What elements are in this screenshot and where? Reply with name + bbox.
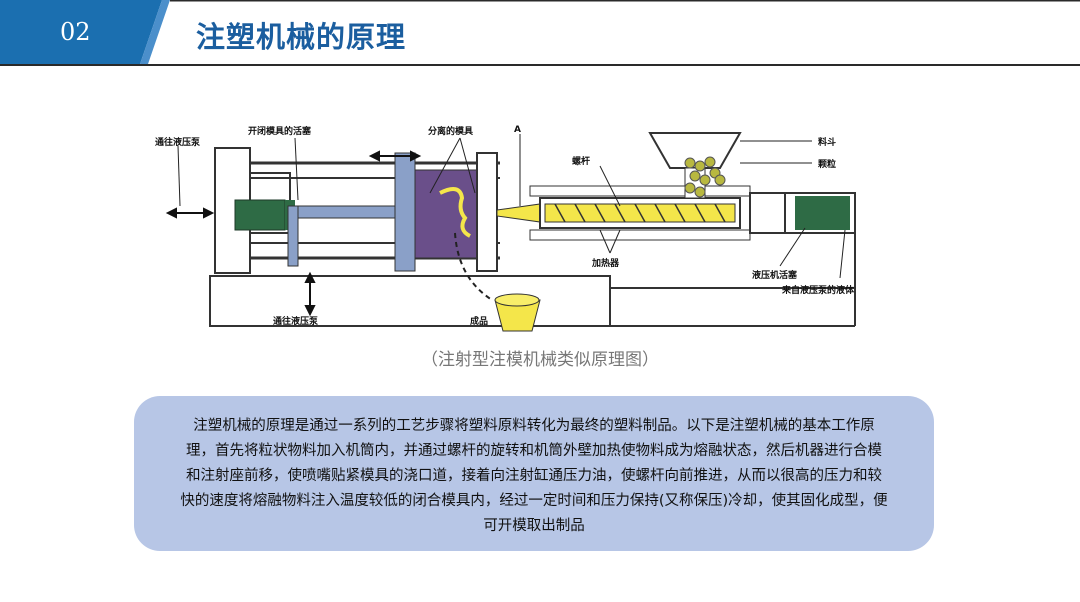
label-separated-mold: 分离的模具 bbox=[428, 125, 473, 137]
page-title: 注塑机械的原理 bbox=[196, 20, 407, 54]
label-point-a: A bbox=[514, 125, 521, 135]
mold-left-half bbox=[414, 169, 478, 259]
mold-piston-block bbox=[234, 199, 286, 231]
moving-platen bbox=[394, 152, 416, 272]
hydraulic-piston-block bbox=[795, 196, 850, 230]
label-fluid-from-pump: 来自液压泵的液体 bbox=[781, 284, 855, 296]
label-heater: 加热器 bbox=[591, 257, 620, 269]
hopper bbox=[648, 132, 742, 169]
label-pump-left-top: 通往液压泵 bbox=[155, 136, 201, 148]
label-hydraulic-piston: 液压机活塞 bbox=[752, 269, 798, 281]
label-hopper: 料斗 bbox=[818, 136, 836, 148]
slide-header: 02 注塑机械的原理 bbox=[0, 0, 1080, 66]
label-product: 成品 bbox=[470, 315, 488, 327]
label-granules: 颗粒 bbox=[818, 158, 836, 170]
fixed-platen bbox=[476, 152, 498, 272]
label-mold-piston: 开闭模具的活塞 bbox=[248, 125, 312, 137]
label-pump-left-bottom: 通往液压泵 bbox=[273, 315, 319, 327]
label-screw: 螺杆 bbox=[572, 155, 590, 167]
machine-base bbox=[209, 275, 611, 327]
description-box: 注塑机械的原理是通过一系列的工艺步骤将塑料原料转化为最终的塑料制品。以下是注塑机… bbox=[134, 396, 934, 551]
diagram-caption: （注射型注模机械类似原理图） bbox=[421, 350, 659, 370]
description-text: 注塑机械的原理是通过一系列的工艺步骤将塑料原料转化为最终的塑料制品。以下是注塑机… bbox=[180, 418, 888, 534]
header-band bbox=[0, 0, 1080, 66]
slide-number: 02 bbox=[60, 18, 91, 46]
injection-molding-diagram: 通往液压泵 开闭模具的活塞 分离的模具 A 料斗 颗粒 螺杆 加热器 液压机活塞… bbox=[140, 118, 910, 348]
